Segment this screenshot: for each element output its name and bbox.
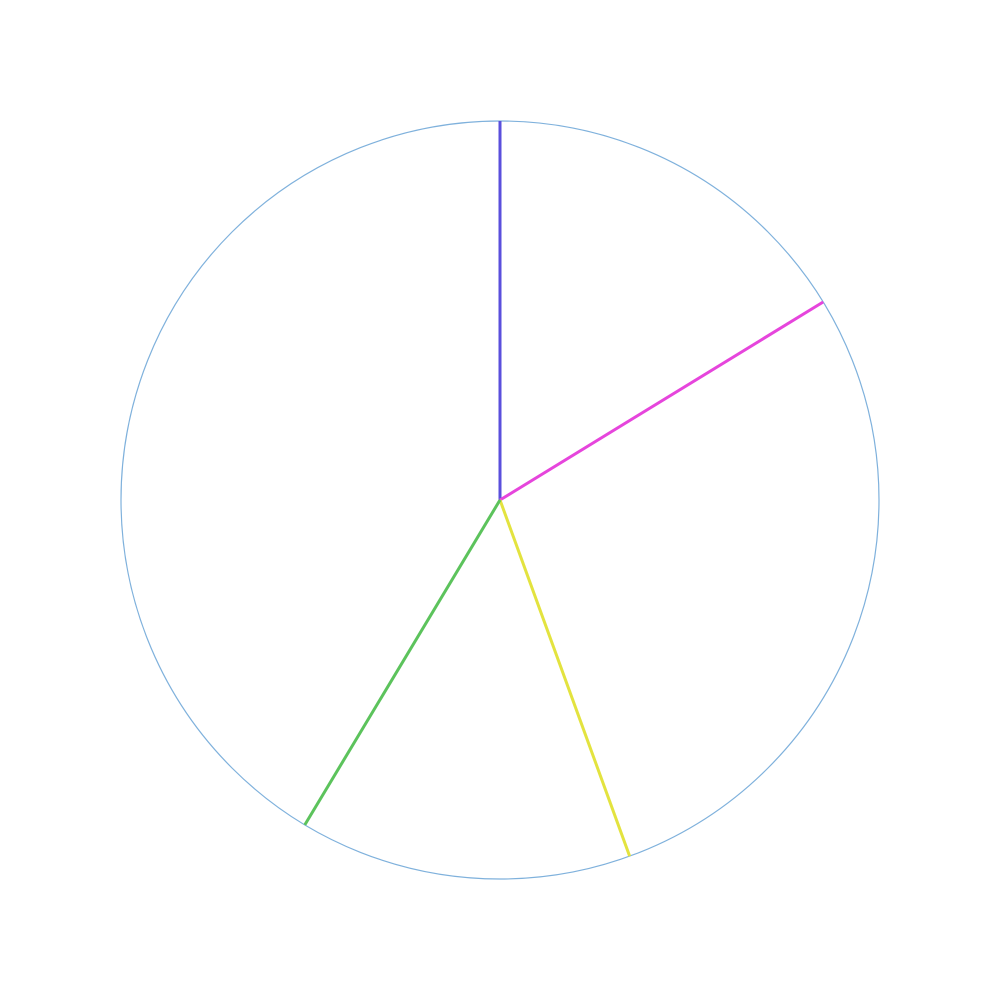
radius-line-lower-right [498, 499, 632, 857]
radii-group [303, 121, 824, 857]
radius-line-upper-right [499, 300, 824, 502]
radius-line-lower-left [303, 499, 502, 826]
